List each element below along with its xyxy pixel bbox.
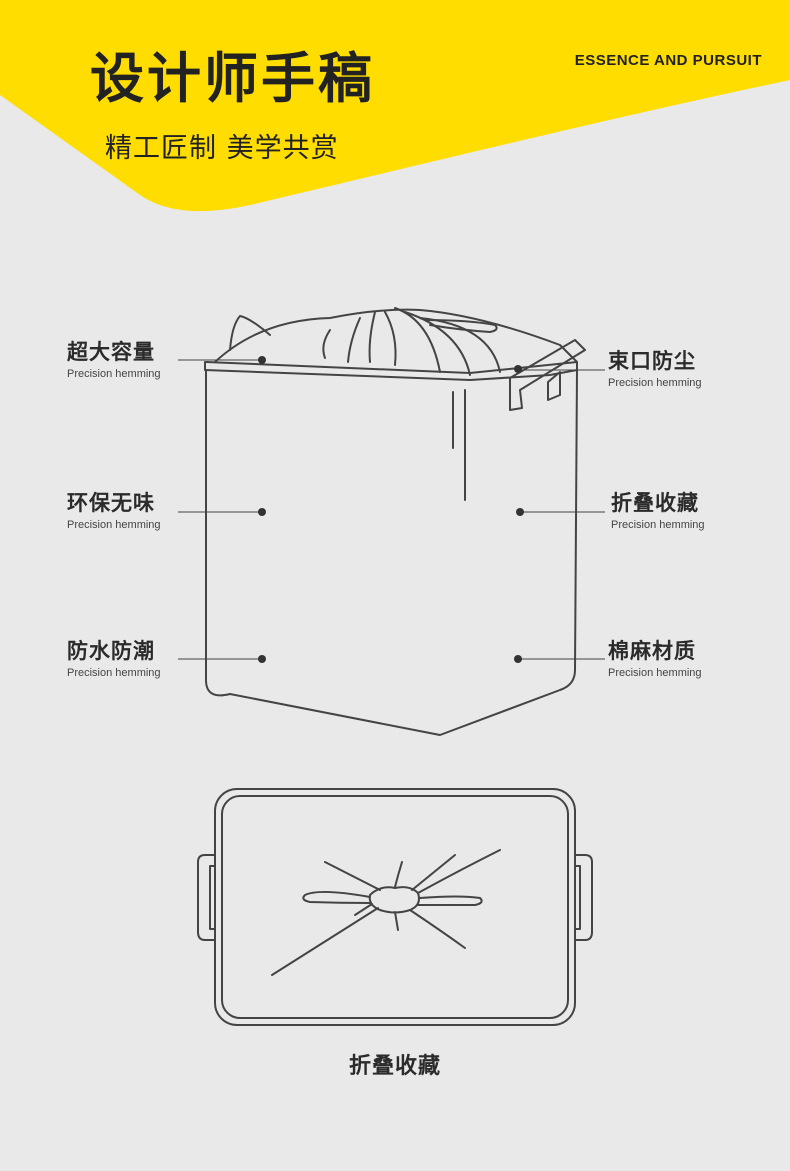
feature-subtitle: Precision hemming [67, 368, 161, 381]
feature-subtitle: Precision hemming [67, 667, 161, 680]
feature-eco: 环保无味 Precision hemming [67, 491, 227, 532]
feature-capacity: 超大容量 Precision hemming [67, 340, 227, 381]
feature-subtitle: Precision hemming [611, 519, 705, 532]
feature-subtitle: Precision hemming [608, 377, 702, 390]
folded-caption: 折叠收藏 [348, 1054, 441, 1079]
header-banner [0, 0, 790, 212]
feature-title: 棉麻材质 [608, 639, 696, 663]
page-subtitle: 精工匠制 美学共赏 [105, 133, 339, 164]
feature-title: 环保无味 [67, 491, 155, 515]
feature-title: 折叠收藏 [611, 491, 699, 515]
page-title: 设计师手稿 [90, 47, 375, 110]
feature-drawstring: 束口防尘 Precision hemming [608, 349, 768, 390]
feature-title: 超大容量 [67, 340, 155, 364]
feature-subtitle: Precision hemming [67, 519, 161, 532]
feature-subtitle: Precision hemming [608, 667, 702, 680]
tagline: ESSENCE AND PURSUIT [574, 52, 762, 69]
feature-waterproof: 防水防潮 Precision hemming [67, 639, 227, 680]
feature-cotton-linen: 棉麻材质 Precision hemming [608, 639, 768, 680]
feature-title: 束口防尘 [608, 349, 696, 373]
feature-title: 防水防潮 [67, 639, 155, 663]
feature-foldable: 折叠收藏 Precision hemming [611, 491, 771, 532]
